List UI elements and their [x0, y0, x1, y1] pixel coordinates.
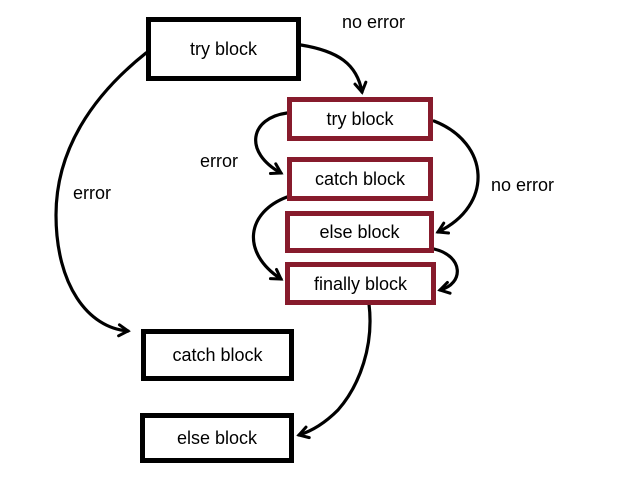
box-finally-block: finally block [285, 262, 436, 305]
arrow-inner-try-to-inner-catch-error [254, 111, 289, 175]
box-outer-catch-block: catch block [141, 329, 294, 381]
arrow-inner-else-to-finally [432, 247, 459, 295]
edge-label-error-outer: error [73, 183, 112, 203]
box-outer-try-block: try block [146, 17, 301, 81]
arrow-inner-catch-to-finally [252, 195, 289, 281]
arrow-inner-try-to-else-no-error [432, 119, 480, 235]
arrow-outer-try-to-inner-try-no-error [299, 43, 368, 95]
box-inner-else-block: else block [285, 211, 434, 253]
edge-label-error-inner: error [200, 151, 239, 171]
box-outer-else-block: else block [140, 413, 294, 463]
edge-label-no-error-inner: no error [491, 175, 555, 195]
box-inner-try-block: try block [287, 97, 433, 141]
arrow-finally-to-outer-else [296, 302, 372, 440]
edge-label-no-error-top: no error [342, 12, 406, 32]
box-inner-catch-block: catch block [287, 157, 433, 201]
